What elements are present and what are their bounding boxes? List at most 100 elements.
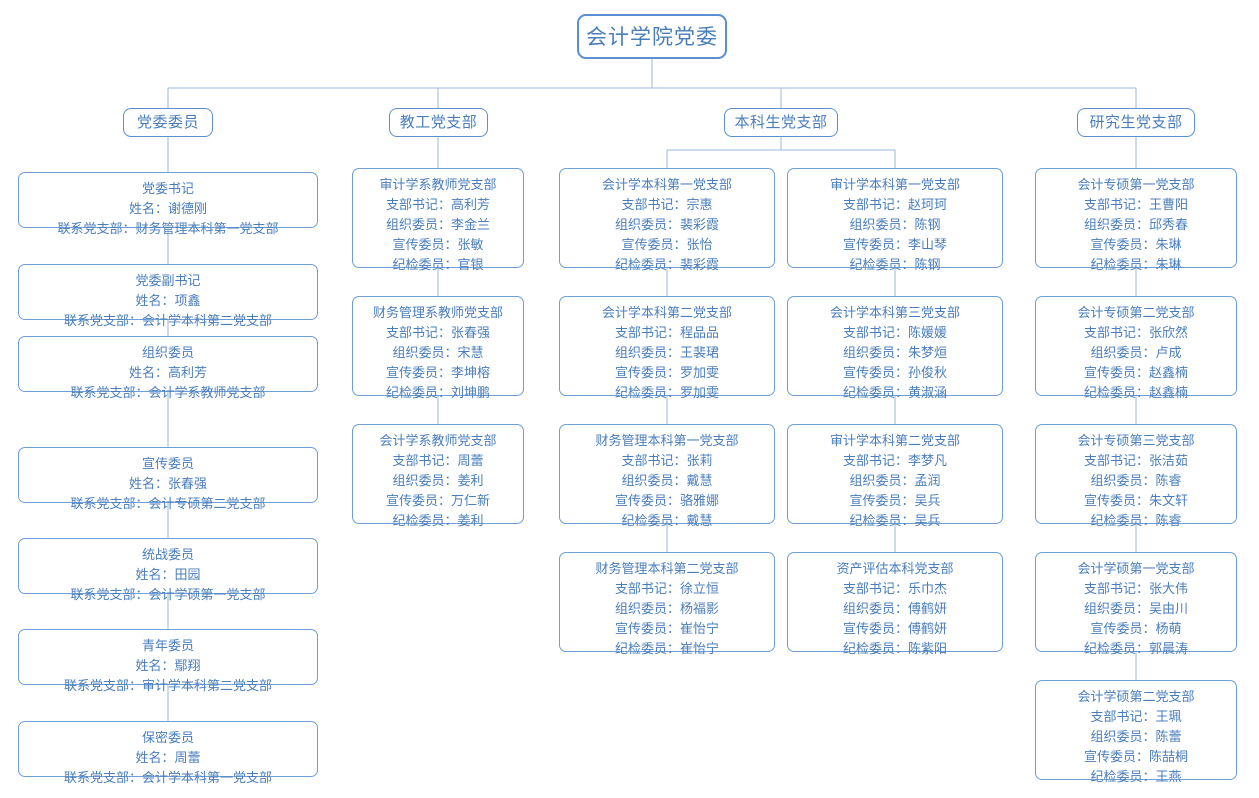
card-mpacc-branch-1[interactable]: 会计专硕第一党支部 支部书记：王曹阳 组织委员：邱秀春 宣传委员：朱琳 纪检委员… xyxy=(1035,168,1237,272)
card-youth-member[interactable]: 青年委员 姓名：鄢翔 联系党支部：审计学本科第二党支部 xyxy=(18,629,318,693)
card-line-name: 姓名：高利芳 xyxy=(128,365,207,380)
card-title: 会计学本科第二党支部 xyxy=(601,305,732,320)
card-line-secretary: 支部书记：张大伟 xyxy=(1083,581,1188,596)
card-accounting-ug-branch-2[interactable]: 会计学本科第二党支部 支部书记：程品品 组织委员：王裴珺 宣传委员：罗加雯 纪检… xyxy=(559,296,775,400)
node-root-party-committee[interactable]: 会计学院党委 xyxy=(577,14,727,59)
card-finance-faculty-branch[interactable]: 财务管理系教师党支部 支部书记：张春强 组织委员：宋慧 宣传委员：李坤榕 纪检委… xyxy=(352,296,524,400)
card-line-publicity: 宣传委员：赵鑫楠 xyxy=(1083,365,1188,380)
card-line-secretary: 支部书记：程品品 xyxy=(614,325,719,340)
card-line-secretary: 支部书记：陈媛媛 xyxy=(842,325,947,340)
card-title: 审计学系教师党支部 xyxy=(379,177,497,192)
card-line-discipline: 纪检委员：裴彩霞 xyxy=(614,257,719,272)
card-line-secretary: 支部书记：张莉 xyxy=(621,453,713,468)
card-line-organization: 组织委员：吴由川 xyxy=(1083,601,1188,616)
card-deputy-secretary[interactable]: 党委副书记 姓名：项鑫 联系党支部：会计学本科第二党支部 xyxy=(18,264,318,328)
card-macc-branch-1[interactable]: 会计学硕第一党支部 支部书记：张大伟 组织委员：吴由川 宣传委员：杨萌 纪检委员… xyxy=(1035,552,1237,656)
card-asset-valuation-ug-branch[interactable]: 资产评估本科党支部 支部书记：乐巾杰 组织委员：傅鹤妍 宣传委员：傅鹤妍 纪检委… xyxy=(787,552,1003,656)
card-title: 审计学本科第二党支部 xyxy=(829,433,960,448)
branch-faculty[interactable]: 教工党支部 xyxy=(389,108,488,137)
card-line-organization: 组织委员：王裴珺 xyxy=(614,345,719,360)
card-line-contact: 联系党支部：财务管理本科第一党支部 xyxy=(57,221,279,236)
card-line-discipline: 纪检委员：朱琳 xyxy=(1090,257,1182,272)
card-line-organization: 组织委员：姜利 xyxy=(392,473,484,488)
card-audit-ug-branch-2[interactable]: 审计学本科第二党支部 支部书记：李梦凡 组织委员：孟润 宣传委员：吴兵 纪检委员… xyxy=(787,424,1003,528)
card-line-secretary: 支部书记：赵珂珂 xyxy=(842,197,947,212)
branch-label: 本科生党支部 xyxy=(734,114,828,131)
card-title: 会计学本科第一党支部 xyxy=(601,177,732,192)
card-mpacc-branch-2[interactable]: 会计专硕第二党支部 支部书记：张欣然 组织委员：卢成 宣传委员：赵鑫楠 纪检委员… xyxy=(1035,296,1237,400)
card-united-front-member[interactable]: 统战委员 姓名：田园 联系党支部：会计学硕第一党支部 xyxy=(18,538,318,602)
root-label: 会计学院党委 xyxy=(586,26,718,49)
card-line-contact: 联系党支部：会计学本科第二党支部 xyxy=(63,313,272,328)
card-line-secretary: 支部书记：王珮 xyxy=(1090,709,1182,724)
card-line-discipline: 纪检委员：罗加雯 xyxy=(614,385,719,400)
branch-graduate[interactable]: 研究生党支部 xyxy=(1077,108,1195,137)
card-line-publicity: 宣传委员：李坤榕 xyxy=(385,365,490,380)
card-line-discipline: 纪检委员：戴慧 xyxy=(621,513,713,528)
card-line-discipline: 纪检委员：陈钢 xyxy=(849,257,941,272)
card-accounting-faculty-branch[interactable]: 会计学系教师党支部 支部书记：周蕾 组织委员：姜利 宣传委员：万仁新 纪检委员：… xyxy=(352,424,524,528)
card-line-organization: 组织委员：卢成 xyxy=(1090,345,1182,360)
card-line-secretary: 支部书记：高利芳 xyxy=(385,197,490,212)
card-line-publicity: 宣传委员：万仁新 xyxy=(385,493,490,508)
card-line-contact: 联系党支部：会计学硕第一党支部 xyxy=(70,587,266,602)
card-line-name: 姓名：谢德刚 xyxy=(128,201,207,216)
card-audit-faculty-branch[interactable]: 审计学系教师党支部 支部书记：高利芳 组织委员：李金兰 宣传委员：张敏 纪检委员… xyxy=(352,168,524,272)
card-line-name: 姓名：张春强 xyxy=(128,476,207,491)
card-title: 组织委员 xyxy=(141,345,194,360)
card-line-organization: 组织委员：宋慧 xyxy=(392,345,484,360)
branch-label: 研究生党支部 xyxy=(1089,114,1183,131)
card-title: 会计学本科第三党支部 xyxy=(829,305,960,320)
card-title: 统战委员 xyxy=(141,547,194,562)
card-title: 会计学硕第一党支部 xyxy=(1077,561,1195,576)
card-line-secretary: 支部书记：周蕾 xyxy=(392,453,484,468)
card-line-secretary: 支部书记：张洁茹 xyxy=(1083,453,1188,468)
card-line-organization: 组织委员：邱秀春 xyxy=(1083,217,1188,232)
card-line-organization: 组织委员：戴慧 xyxy=(621,473,713,488)
card-title: 会计专硕第二党支部 xyxy=(1077,305,1195,320)
card-confidentiality-member[interactable]: 保密委员 姓名：周蕾 联系党支部：会计学本科第一党支部 xyxy=(18,721,318,785)
card-macc-branch-2[interactable]: 会计学硕第二党支部 支部书记：王珮 组织委员：陈蕾 宣传委员：陈喆桐 纪检委员：… xyxy=(1035,680,1237,784)
card-line-organization: 组织委员：陈睿 xyxy=(1090,473,1182,488)
card-line-discipline: 纪检委员：赵鑫楠 xyxy=(1083,385,1188,400)
card-line-discipline: 纪检委员：陈睿 xyxy=(1090,513,1182,528)
card-audit-ug-branch-1[interactable]: 审计学本科第一党支部 支部书记：赵珂珂 组织委员：陈钢 宣传委员：李山琴 纪检委… xyxy=(787,168,1003,272)
card-line-contact: 联系党支部：会计专硕第二党支部 xyxy=(70,496,266,511)
card-line-publicity: 宣传委员：朱琳 xyxy=(1090,237,1182,252)
card-title: 保密委员 xyxy=(141,730,194,745)
card-party-secretary[interactable]: 党委书记 姓名：谢德刚 联系党支部：财务管理本科第一党支部 xyxy=(18,172,318,236)
card-publicity-member[interactable]: 宣传委员 姓名：张春强 联系党支部：会计专硕第二党支部 xyxy=(18,447,318,511)
card-line-secretary: 支部书记：张欣然 xyxy=(1083,325,1188,340)
card-line-publicity: 宣传委员：傅鹤妍 xyxy=(842,621,947,636)
card-organization-member[interactable]: 组织委员 姓名：高利芳 联系党支部：会计学系教师党支部 xyxy=(18,336,318,400)
card-title: 宣传委员 xyxy=(141,456,194,471)
card-line-organization: 组织委员：陈钢 xyxy=(849,217,941,232)
card-line-discipline: 纪检委员：陈紫阳 xyxy=(842,641,947,656)
card-title: 财务管理本科第二党支部 xyxy=(595,561,739,576)
card-title: 青年委员 xyxy=(141,638,194,653)
branch-undergraduate[interactable]: 本科生党支部 xyxy=(724,108,838,137)
card-line-publicity: 宣传委员：杨萌 xyxy=(1090,621,1182,636)
card-title: 会计专硕第三党支部 xyxy=(1077,433,1195,448)
card-mpacc-branch-3[interactable]: 会计专硕第三党支部 支部书记：张洁茹 组织委员：陈睿 宣传委员：朱文轩 纪检委员… xyxy=(1035,424,1237,528)
card-accounting-ug-branch-1[interactable]: 会计学本科第一党支部 支部书记：宗惠 组织委员：裴彩霞 宣传委员：张怡 纪检委员… xyxy=(559,168,775,272)
card-finance-ug-branch-1[interactable]: 财务管理本科第一党支部 支部书记：张莉 组织委员：戴慧 宣传委员：骆雅娜 纪检委… xyxy=(559,424,775,528)
card-line-discipline: 纪检委员：刘坤鹏 xyxy=(385,385,490,400)
card-title: 财务管理系教师党支部 xyxy=(372,305,503,320)
card-line-contact: 联系党支部：会计学系教师党支部 xyxy=(70,385,266,400)
card-line-discipline: 纪检委员：郭晨涛 xyxy=(1083,641,1188,656)
card-line-secretary: 支部书记：乐巾杰 xyxy=(842,581,947,596)
card-accounting-ug-branch-3[interactable]: 会计学本科第三党支部 支部书记：陈媛媛 组织委员：朱梦烜 宣传委员：孙俊秋 纪检… xyxy=(787,296,1003,400)
card-line-publicity: 宣传委员：陈喆桐 xyxy=(1083,749,1188,764)
card-line-secretary: 支部书记：李梦凡 xyxy=(842,453,947,468)
card-title: 财务管理本科第一党支部 xyxy=(595,433,739,448)
card-finance-ug-branch-2[interactable]: 财务管理本科第二党支部 支部书记：徐立恒 组织委员：杨福影 宣传委员：崔怡宁 纪… xyxy=(559,552,775,656)
card-line-name: 姓名：项鑫 xyxy=(135,293,201,308)
card-line-publicity: 宣传委员：吴兵 xyxy=(849,493,941,508)
card-title: 党委副书记 xyxy=(135,273,201,288)
card-title: 资产评估本科党支部 xyxy=(836,561,954,576)
card-line-publicity: 宣传委员：骆雅娜 xyxy=(614,493,719,508)
branch-party-committee-members[interactable]: 党委委员 xyxy=(123,108,213,137)
card-line-organization: 组织委员：孟润 xyxy=(849,473,941,488)
